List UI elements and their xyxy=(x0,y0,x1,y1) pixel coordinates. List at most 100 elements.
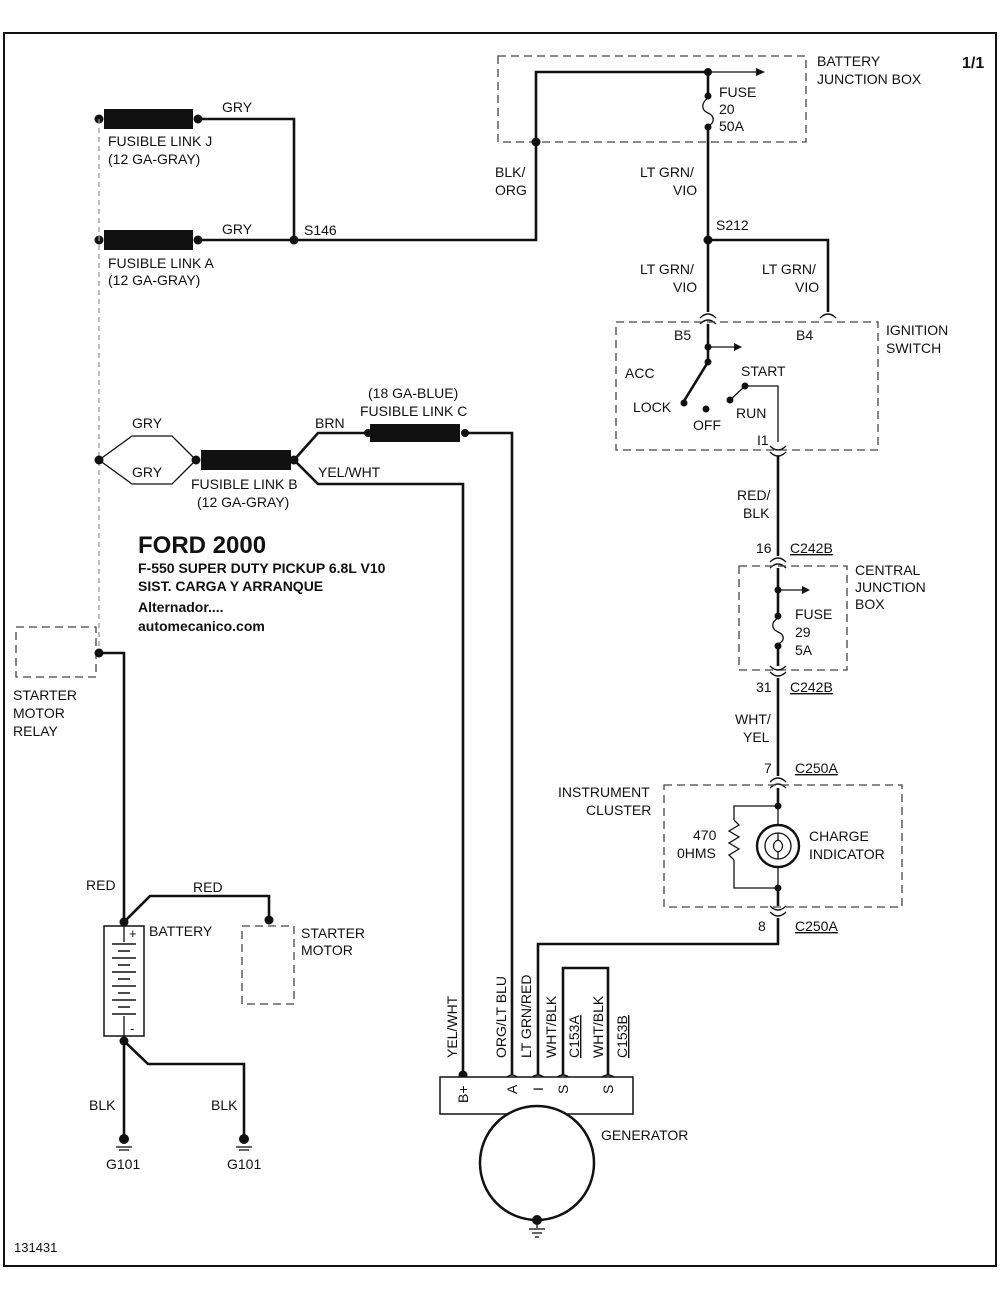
wire-gry-a-label: GRY xyxy=(222,221,253,237)
gen-wire-wht-blk-1-label: WHT/BLK xyxy=(543,995,559,1058)
connector-c242b-top-icon xyxy=(769,557,787,569)
ignition-switch-label-2: SWITCH xyxy=(886,340,941,356)
charge-indicator-label: CHARGE xyxy=(809,828,869,844)
splice-s146-label: S146 xyxy=(304,222,337,238)
connector-c250a-bottom-pin: 8 xyxy=(758,918,766,934)
wire-ltgrn-vio-right-label: LT GRN/ xyxy=(762,261,816,277)
wire-blk-1-label: BLK xyxy=(89,1097,116,1113)
connector-b5-icon xyxy=(699,313,717,325)
gen-connector-c153b-label: C153B xyxy=(614,1015,630,1058)
central-junction-box-label-3: BOX xyxy=(855,596,885,612)
fuse-20-rating: 50A xyxy=(719,118,745,134)
starter-motor-label-1: STARTER xyxy=(301,925,365,941)
wire-yel-wht-label: YEL/WHT xyxy=(318,464,381,480)
resistor-470-icon xyxy=(727,819,741,861)
charge-indicator-lamp-icon xyxy=(755,823,801,869)
ignition-switch-blade xyxy=(682,361,710,402)
generator-body-icon xyxy=(478,1104,596,1222)
starter-motor-label-2: MOTOR xyxy=(301,942,353,958)
battery-label: BATTERY xyxy=(149,923,213,939)
title-line-2: SIST. CARGA Y ARRANQUE xyxy=(138,578,323,594)
starter-relay-label-3: RELAY xyxy=(13,723,59,739)
instrument-cluster: INSTRUMENT CLUSTER 470 0HMS CHARGE INDIC… xyxy=(558,784,903,908)
fusible-link-b-spec: (12 GA-GRAY) xyxy=(197,494,289,510)
wire-ltgrn-vio-top-label: LT GRN/ xyxy=(640,164,694,180)
starter-motor-relay: STARTER MOTOR RELAY xyxy=(13,626,104,739)
connector-c242b-top-pin: 16 xyxy=(756,540,772,556)
page-border xyxy=(3,32,997,1267)
fusible-link-a-name: FUSIBLE LINK A xyxy=(108,255,214,271)
connector-c250a-top-icon xyxy=(769,777,787,789)
gen-wire-org-ltblu-label: ORG/LT BLU xyxy=(493,976,509,1058)
wire-wht-yel-label-2: YEL xyxy=(743,729,770,745)
instrument-cluster-label-2: CLUSTER xyxy=(586,802,651,818)
ground-g101-1-label: G101 xyxy=(106,1156,140,1172)
fusible-link-j-name: FUSIBLE LINK J xyxy=(108,133,212,149)
generator-label: GENERATOR xyxy=(601,1127,688,1143)
wire-blk-2-label: BLK xyxy=(211,1097,238,1113)
gen-terminal-i: I xyxy=(530,1087,546,1091)
gen-terminal-s2: S xyxy=(600,1085,616,1094)
ign-run-label: RUN xyxy=(736,405,766,421)
wire-wht-yel-label: WHT/ xyxy=(735,711,771,727)
ground-g101-2: G101 xyxy=(227,1134,261,1172)
fusible-link-b-name: FUSIBLE LINK B xyxy=(191,476,298,492)
connector-c242b-bottom-icon xyxy=(769,665,787,677)
battery-junction-box-label-2: JUNCTION BOX xyxy=(817,71,922,87)
wire-ltgrn-vio-top-label-2: VIO xyxy=(673,182,697,198)
connector-c250a-top-label: C250A xyxy=(795,760,838,776)
wire-gry-lower-label: GRY xyxy=(132,464,163,480)
fusible-link-c: (18 GA-BLUE) FUSIBLE LINK C xyxy=(360,385,469,442)
title-block: FORD 2000 F-550 SUPER DUTY PICKUP 6.8L V… xyxy=(138,532,386,634)
starter-relay-label-2: MOTOR xyxy=(13,705,65,721)
wire-red-blk-label-2: BLK xyxy=(743,505,770,521)
wire-gry-upper-label: GRY xyxy=(132,415,163,431)
wire-blk-org-label: BLK/ xyxy=(495,164,525,180)
pin-i1-label: I1 xyxy=(757,432,769,448)
wire-ltgrn-vio-left-label: LT GRN/ xyxy=(640,261,694,277)
fuse-29-number: 29 xyxy=(795,624,811,640)
pin-b5-label: B5 xyxy=(674,327,691,343)
ign-off-label: OFF xyxy=(693,417,721,433)
battery-minus-sign: - xyxy=(130,1021,134,1036)
gen-connector-c153a-label: C153A xyxy=(566,1015,582,1058)
instrument-cluster-label: INSTRUMENT xyxy=(558,784,650,800)
wire-red-blk-label: RED/ xyxy=(737,487,771,503)
wire-ltgrn-vio-right-label-2: VIO xyxy=(795,279,819,295)
fusible-link-a-spec: (12 GA-GRAY) xyxy=(108,272,200,288)
connector-c250a-bottom-label: C250A xyxy=(795,918,838,934)
gen-wire-ltgrn-red-label: LT GRN/RED xyxy=(518,975,534,1059)
wire-ltgrn-vio-left-label-2: VIO xyxy=(673,279,697,295)
fuse-29-label: FUSE xyxy=(795,606,832,622)
gen-wire-wht-blk-2-label: WHT/BLK xyxy=(590,995,606,1058)
fusible-link-j: FUSIBLE LINK J (12 GA-GRAY) xyxy=(94,109,212,167)
fusible-link-c-spec: (18 GA-BLUE) xyxy=(368,385,458,401)
fuse-20-number: 20 xyxy=(719,101,735,117)
battery: + - BATTERY xyxy=(103,917,213,1046)
starter-motor: STARTER MOTOR xyxy=(241,915,365,1005)
ignition-switch-label: IGNITION xyxy=(886,322,948,338)
charge-indicator-label-2: INDICATOR xyxy=(809,846,885,862)
connector-c242b-bottom-label: C242B xyxy=(790,679,833,695)
battery-junction-box-label: BATTERY xyxy=(817,53,881,69)
starter-relay-label-1: STARTER xyxy=(13,687,77,703)
wire-red-starter-label: RED xyxy=(193,879,223,895)
fusible-link-c-name: FUSIBLE LINK C xyxy=(360,403,467,419)
ground-g101-1: G101 xyxy=(106,1134,140,1172)
title-main: FORD 2000 xyxy=(138,532,266,559)
battery-junction-box: BATTERY JUNCTION BOX FUSE 20 50A xyxy=(497,53,922,143)
page-number: 1/1 xyxy=(962,55,984,72)
fusible-link-b: FUSIBLE LINK B (12 GA-GRAY) xyxy=(191,450,299,510)
wire-red-battery-label: RED xyxy=(86,877,116,893)
pin-b4-label: B4 xyxy=(796,327,813,343)
wire-brn-label: BRN xyxy=(315,415,345,431)
ign-acc-label: ACC xyxy=(625,365,655,381)
title-line-1: F-550 SUPER DUTY PICKUP 6.8L V10 xyxy=(138,560,386,576)
connector-i1-icon xyxy=(769,445,787,457)
gen-terminal-bplus: B+ xyxy=(455,1085,471,1103)
gen-terminal-s1: S xyxy=(555,1085,571,1094)
generator: B+ A I S S GENERATOR xyxy=(439,1076,688,1238)
fuse-20-label: FUSE xyxy=(719,84,756,100)
connector-c242b-bottom-pin: 31 xyxy=(756,679,772,695)
